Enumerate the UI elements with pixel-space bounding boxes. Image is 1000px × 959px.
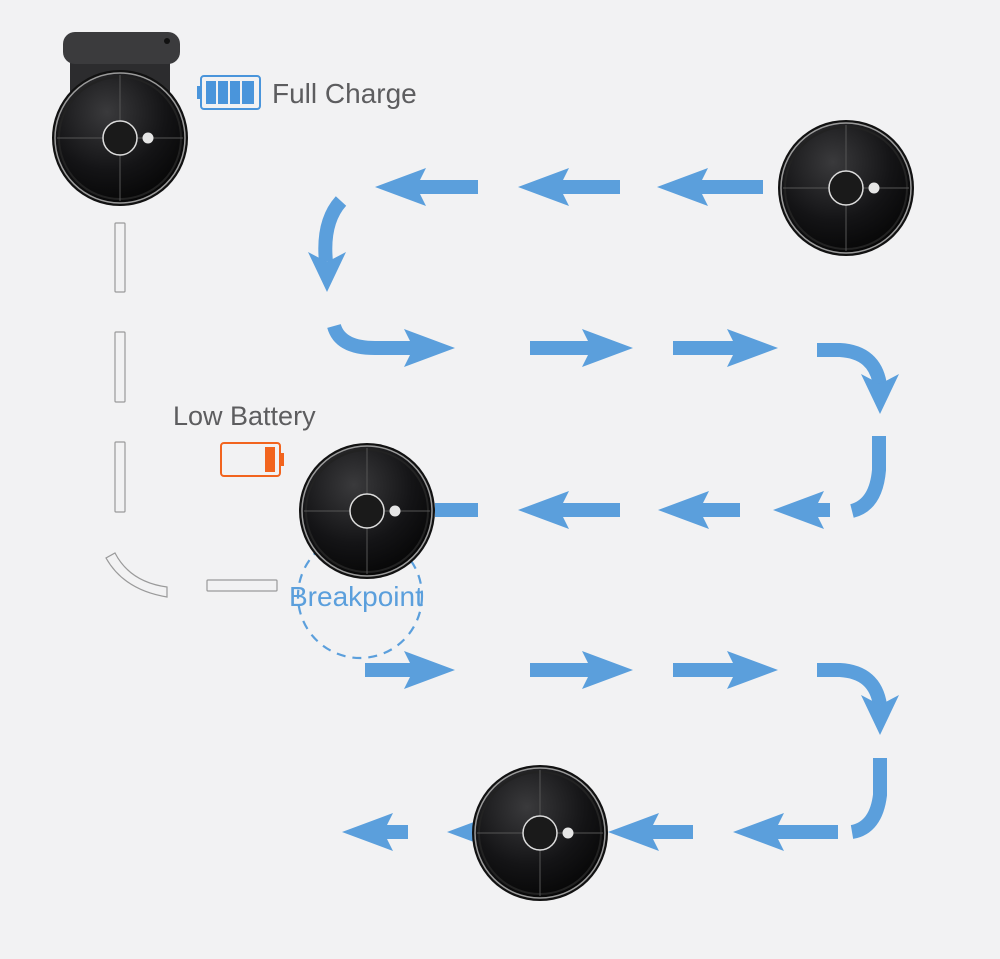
arrow-icon	[733, 813, 838, 851]
arrow-icon	[608, 813, 693, 851]
breakpoint-label: Breakpoint	[289, 581, 423, 612]
arrow-icon	[673, 651, 778, 689]
arrow-icon	[657, 168, 763, 206]
arrow-icon	[773, 491, 830, 529]
battery-full-icon	[197, 75, 261, 110]
arrow-icon	[849, 436, 886, 518]
robot-vacuum-icon	[298, 442, 436, 580]
low-battery-label: Low Battery	[173, 401, 316, 431]
arrow-icon	[850, 758, 887, 839]
robot-vacuum-icon	[471, 764, 609, 902]
arrow-icon	[817, 663, 887, 707]
arrow-icon	[518, 491, 620, 529]
arrow-icon	[327, 323, 420, 355]
arrow-icon	[308, 252, 346, 292]
arrow-icon	[365, 651, 455, 689]
battery-low-icon	[220, 442, 284, 477]
arrow-icon	[404, 329, 455, 367]
arrow-icon	[530, 329, 633, 367]
robot-vacuum-icon	[777, 119, 915, 257]
arrow-icon	[673, 329, 778, 367]
arrow-icon	[530, 651, 633, 689]
arrow-icon	[318, 196, 347, 263]
arrow-icon	[861, 374, 899, 414]
arrows	[308, 168, 899, 851]
arrow-icon	[861, 695, 899, 735]
return-path	[105, 222, 278, 598]
arrow-icon	[658, 491, 740, 529]
arrow-icon	[518, 168, 620, 206]
robot-vacuum-icon	[51, 69, 189, 207]
arrow-icon	[375, 168, 478, 206]
full-charge-label: Full Charge	[272, 78, 417, 109]
arrow-icon	[817, 343, 887, 387]
arrow-icon	[342, 813, 408, 851]
